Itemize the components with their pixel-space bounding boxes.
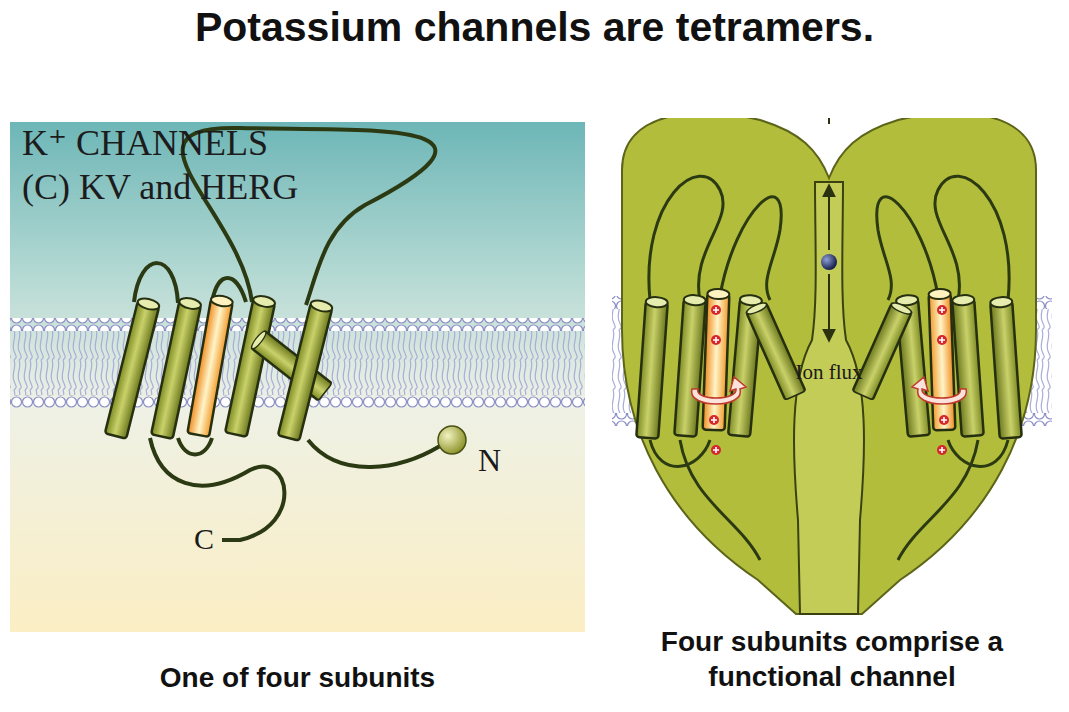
charge-symbol <box>937 445 947 455</box>
voltage-sensor-helix <box>703 289 730 431</box>
loop <box>877 176 1009 560</box>
charge-symbol <box>937 305 947 315</box>
panel-heading: K⁺ CHANNELS <box>22 122 268 164</box>
loop <box>134 263 178 303</box>
flux-label: Ion flux <box>795 360 863 384</box>
charge-symbol <box>709 415 719 425</box>
charge-symbol <box>711 305 721 315</box>
flux-arrow <box>828 186 830 250</box>
helix <box>225 294 276 436</box>
helix <box>636 296 668 438</box>
slide-title: Potassium channels are tetramers. <box>0 4 1069 51</box>
loop <box>178 438 212 455</box>
lipid-heads <box>10 318 585 331</box>
pore-helix <box>853 301 913 400</box>
subunit-half <box>853 176 1022 560</box>
charge-symbol <box>939 415 949 425</box>
c-terminus-line <box>150 438 284 540</box>
channel-body <box>622 118 1036 614</box>
pore <box>794 182 864 614</box>
helix <box>105 297 160 439</box>
panel-subheading: (C) KV and HERG <box>22 166 298 208</box>
potassium-ion <box>821 254 837 270</box>
helix <box>278 299 333 441</box>
helix <box>952 294 984 436</box>
loop <box>649 176 781 560</box>
voltage-sensor-helix <box>187 294 233 437</box>
charge-symbol <box>937 335 947 345</box>
tick <box>828 118 830 124</box>
panel-caption: Four subunits comprise a functional chan… <box>602 624 1062 694</box>
pore-helix <box>745 301 805 400</box>
figure-panel: K⁺ CHANNELS(C) KV and HERGOne of four su… <box>10 122 585 632</box>
flux-arrow <box>828 274 830 340</box>
panel-caption: One of four subunits <box>0 660 595 695</box>
panel-ground <box>10 122 585 632</box>
subunit-panel <box>10 122 585 632</box>
terminus-label: N <box>478 442 501 479</box>
rotation-arrow <box>912 377 966 404</box>
subunit-half <box>636 176 805 560</box>
n-terminus-line <box>308 440 440 467</box>
charge-symbol <box>711 335 721 345</box>
channel-panel <box>612 118 1052 614</box>
voltage-sensor-helix <box>928 289 955 431</box>
n-terminus-ball <box>438 426 466 454</box>
helix <box>674 294 706 436</box>
terminus-label: C <box>194 522 214 557</box>
rotation-arrow <box>692 377 746 404</box>
helix <box>990 296 1022 438</box>
charge-symbol <box>711 445 721 455</box>
